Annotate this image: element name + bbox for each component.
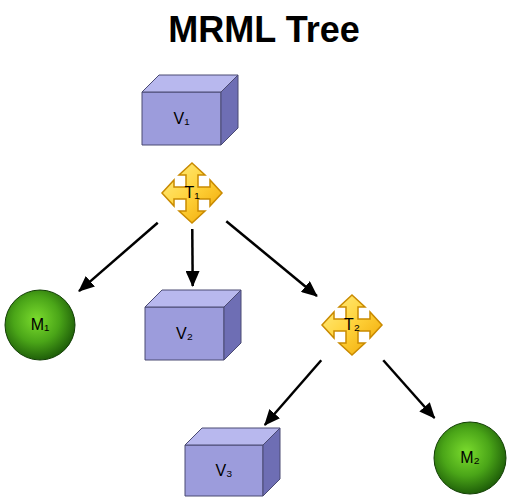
box-front-face (142, 92, 221, 145)
node-label: T₂ (320, 292, 384, 358)
arrow-connector (383, 360, 434, 418)
box-front-face (185, 445, 263, 496)
node-label: M₁ (4, 289, 76, 361)
box-side-face (263, 428, 280, 496)
volume-box: V₁ (142, 75, 238, 145)
box-front-face (145, 307, 224, 360)
node-label: T₁ (160, 160, 224, 226)
volume-box-outline (145, 290, 241, 360)
sphere-body (5, 290, 75, 360)
arrow-connector (191, 229, 194, 286)
transform-node: T₂ (320, 292, 384, 358)
transform-node: T₁ (160, 160, 224, 226)
volume-box-outline (142, 75, 238, 145)
node-label: M₂ (433, 421, 507, 495)
arrow-connector (265, 360, 321, 425)
model-sphere: M₁ (4, 289, 76, 361)
box-side-face (221, 75, 238, 145)
arrow-connector (226, 221, 317, 296)
box-side-face (224, 290, 241, 360)
sphere-body (434, 422, 506, 494)
model-sphere: M₂ (433, 421, 507, 495)
node-label: V₁ (142, 92, 221, 145)
arrow-connector (79, 223, 158, 291)
node-label: V₃ (185, 445, 263, 496)
node-label: V₂ (145, 307, 224, 360)
volume-box: V₂ (145, 290, 241, 360)
diagram-title: MRML Tree (0, 12, 510, 48)
volume-box: V₃ (185, 428, 280, 496)
